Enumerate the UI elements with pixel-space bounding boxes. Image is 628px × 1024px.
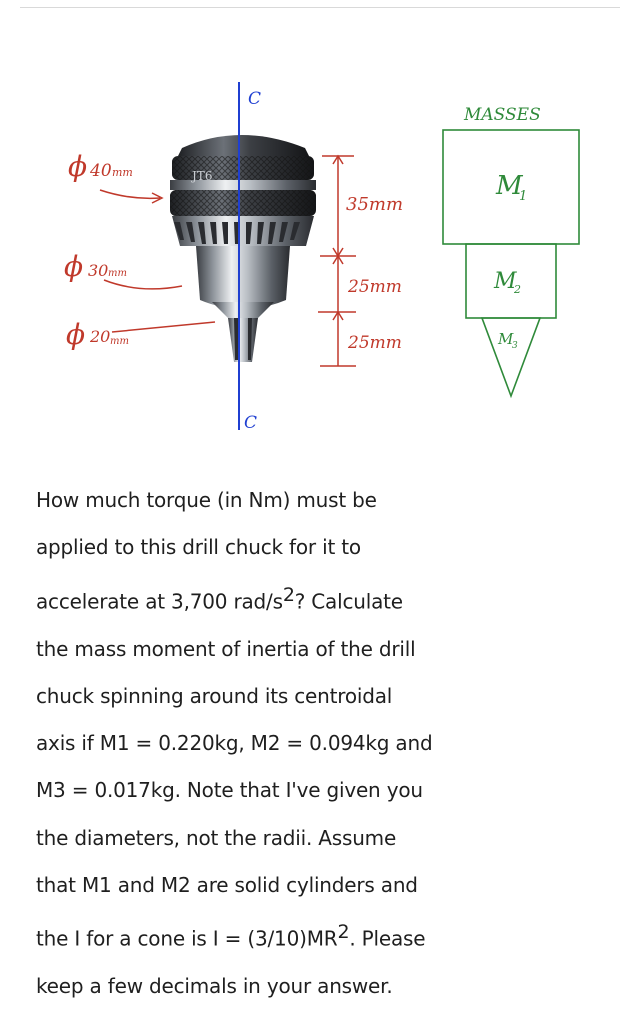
question-text: How much torque (in Nm) must be applied … xyxy=(36,477,626,1011)
top-divider xyxy=(20,7,620,8)
question-line: accelerate at 3,700 rad/s2? Calculate xyxy=(36,572,626,626)
axis-label-top: C xyxy=(248,89,261,109)
question-line: the diameters, not the radii. Assume xyxy=(36,825,397,850)
squared-superscript: 2 xyxy=(282,583,295,606)
question-line: keep a few decimals in your answer. xyxy=(36,974,393,999)
diameter-annotations: ϕ 40 mm ϕ 30 mm ϕ 20 mm xyxy=(64,150,216,351)
svg-text:20: 20 xyxy=(89,327,110,346)
question-line-text: accelerate at 3,700 rad/s xyxy=(36,589,283,614)
length-25-label-2: 25mm xyxy=(347,333,402,353)
svg-text:mm: mm xyxy=(112,166,133,179)
svg-text:ϕ: ϕ xyxy=(64,250,83,283)
mass-m2-label: M xyxy=(493,269,517,294)
question-line: that M1 and M2 are solid cylinders and xyxy=(36,873,418,898)
mass-m2-subscript: 2 xyxy=(513,283,521,296)
svg-text:mm: mm xyxy=(110,336,129,347)
mass-m1-label: M xyxy=(495,171,524,201)
svg-text:30: 30 xyxy=(88,261,108,280)
question-line: the I for a cone is I = (3/10)MR2. Pleas… xyxy=(36,909,626,963)
drill-chuck-image: JT6 xyxy=(170,135,316,362)
diameter-30-label: ϕ 30 mm xyxy=(64,250,183,290)
length-25-label-1: 25mm xyxy=(347,277,402,297)
mass-m3-cone xyxy=(480,317,542,399)
svg-text:ϕ: ϕ xyxy=(68,150,87,183)
diameter-40-label: ϕ 40 mm xyxy=(68,150,164,204)
svg-text:mm: mm xyxy=(108,268,127,279)
centroidal-axis: C C xyxy=(238,82,261,433)
diameter-20-label: ϕ 20 mm xyxy=(66,318,216,351)
svg-text:40: 40 xyxy=(89,161,112,181)
question-line: How much torque (in Nm) must be xyxy=(36,488,377,512)
squared-superscript: 2 xyxy=(337,921,350,944)
length-35-label: 35mm xyxy=(346,194,403,215)
question-line-text: the I for a cone is I = (3/10)MR xyxy=(36,926,338,951)
question-line-text: ? Calculate xyxy=(294,589,403,614)
masses-diagram: MASSES M 1 M 2 M 3 xyxy=(442,105,580,399)
masses-title: MASSES xyxy=(463,105,541,125)
question-line-text: . Please xyxy=(349,926,426,951)
question-line: chuck spinning around its centroidal xyxy=(36,683,393,708)
length-dimensions xyxy=(318,154,356,367)
drill-chuck-figure: JT6 C C ϕ 40 mm ϕ 30 mm ϕ 20 mm xyxy=(64,82,580,433)
question-line: M3 = 0.017kg. Note that I've given you xyxy=(36,778,423,803)
question-line: the mass moment of inertia of the drill xyxy=(36,636,416,661)
mass-m3-label: M xyxy=(497,330,514,348)
mass-m1-subscript: 1 xyxy=(519,189,527,204)
chuck-marking: JT6 xyxy=(190,169,212,183)
svg-text:ϕ: ϕ xyxy=(66,318,85,351)
mass-m3-subscript: 3 xyxy=(512,341,518,351)
question-line: applied to this drill chuck for it to xyxy=(36,535,361,560)
axis-label-bottom: C xyxy=(244,413,257,433)
question-line: axis if M1 = 0.220kg, M2 = 0.094kg and xyxy=(36,731,433,756)
